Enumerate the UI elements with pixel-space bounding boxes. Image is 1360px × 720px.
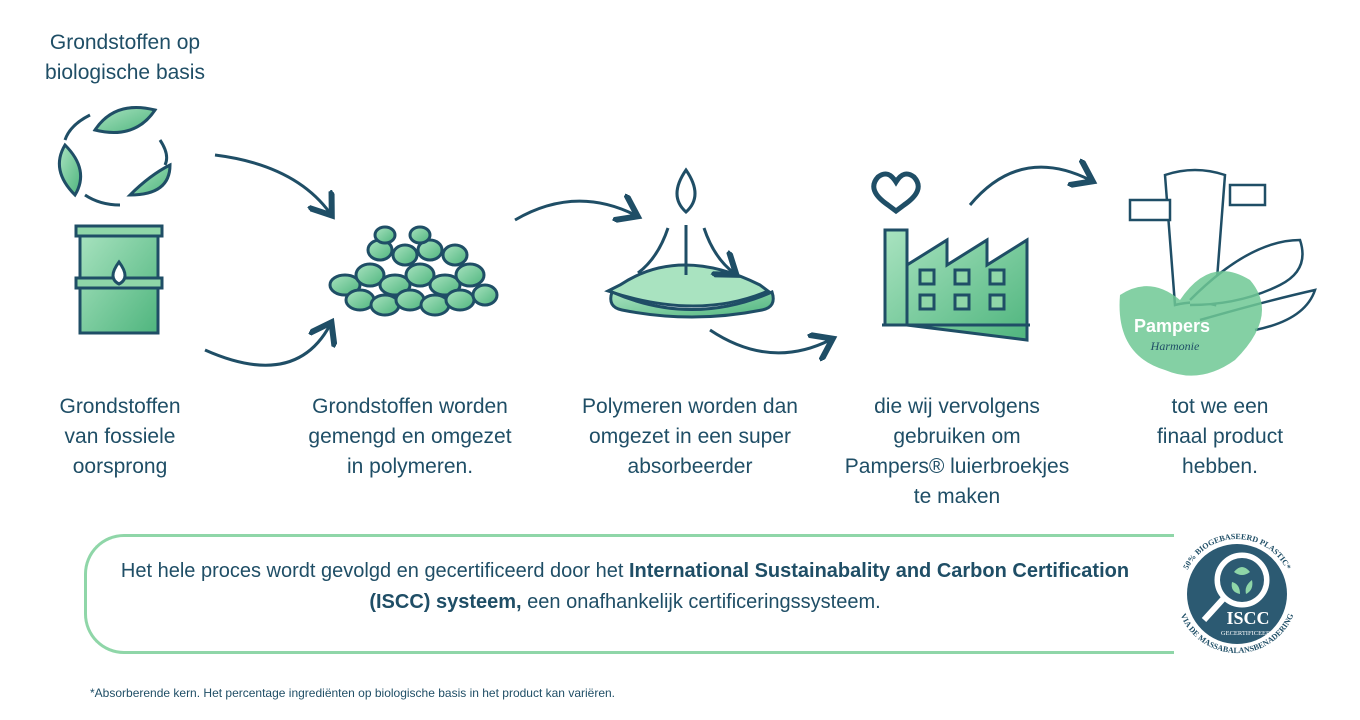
flow-arrows bbox=[204, 153, 1090, 367]
label-line: Pampers® luierbroekjes bbox=[844, 455, 1070, 478]
label-line: absorbeerder bbox=[627, 455, 753, 478]
certification-text: Het hele proces wordt gevolgd en gecerti… bbox=[100, 556, 1150, 618]
label-line: finaal product bbox=[1156, 425, 1284, 448]
cert-text-bold: International Sustainabality and Carbon … bbox=[369, 560, 1130, 613]
arrow-pellets-to-absorber bbox=[514, 201, 635, 220]
label-line: in polymeren. bbox=[346, 455, 474, 478]
label-line: gemengd en omgezet bbox=[308, 425, 512, 448]
pellets-icon bbox=[328, 225, 499, 317]
label-line: gebruiken om bbox=[893, 425, 1021, 448]
seal-title: ISCC bbox=[1226, 608, 1269, 628]
top-label-line: biologische basis bbox=[45, 61, 205, 84]
label-line: Grondstoffen worden bbox=[312, 395, 508, 418]
label-line: die wij vervolgens bbox=[874, 395, 1040, 418]
label-line: Polymeren worden dan bbox=[582, 395, 798, 418]
step-label-factory: die wij vervolgens gebruiken om Pampers®… bbox=[826, 392, 1088, 512]
step-label-absorber: Polymeren worden dan omgezet in een supe… bbox=[562, 392, 818, 482]
oil-barrel-icon bbox=[74, 224, 164, 335]
pampers-logo: Pampers Harmonie bbox=[1119, 271, 1262, 376]
top-label-line: Grondstoffen op bbox=[49, 31, 201, 54]
arrow-fossil-to-pellets bbox=[204, 325, 330, 367]
arrow-absorber-to-factory bbox=[709, 328, 830, 353]
pampers-brand: Pampers bbox=[1134, 316, 1210, 336]
pampers-sub: Harmonie bbox=[1150, 339, 1200, 353]
label-line: hebben. bbox=[1182, 455, 1258, 478]
factory-icon bbox=[871, 171, 1030, 342]
label-line: Grondstoffen bbox=[59, 395, 181, 418]
label-line: omgezet in een super bbox=[589, 425, 791, 448]
seal-subtitle: GECERTIFICEERD bbox=[1221, 630, 1275, 637]
arrow-factory-to-product bbox=[968, 167, 1090, 206]
step-label-product: tot we een finaal product hebben. bbox=[1120, 392, 1320, 482]
cert-text-before: Het hele proces wordt gevolgd en gecerti… bbox=[120, 560, 629, 582]
arrow-bio-to-pellets bbox=[214, 153, 330, 213]
cert-text-after: een onafhankelijk certificeringssysteem. bbox=[521, 591, 881, 613]
step-label-fossil: Grondstoffen van fossiele oorsprong bbox=[10, 392, 230, 482]
footnote: *Absorberende kern. Het percentage ingre… bbox=[90, 686, 615, 700]
iscc-seal: ISCC GECERTIFICEERD 50% BIOGEBASEERD PLA… bbox=[1179, 532, 1296, 655]
step-label-polymers: Grondstoffen worden gemengd en omgezet i… bbox=[275, 392, 545, 482]
top-label: Grondstoffen op biologische basis bbox=[15, 28, 235, 88]
label-line: tot we een bbox=[1171, 395, 1269, 418]
label-line: oorsprong bbox=[72, 455, 168, 478]
process-illustration: Pampers Harmonie bbox=[57, 106, 1317, 376]
label-line: te maken bbox=[913, 485, 1001, 508]
certification-box bbox=[84, 534, 1174, 654]
recycle-leaves-icon bbox=[57, 106, 172, 207]
label-line: van fossiele bbox=[64, 425, 176, 448]
droplet-absorber-icon bbox=[604, 167, 775, 319]
